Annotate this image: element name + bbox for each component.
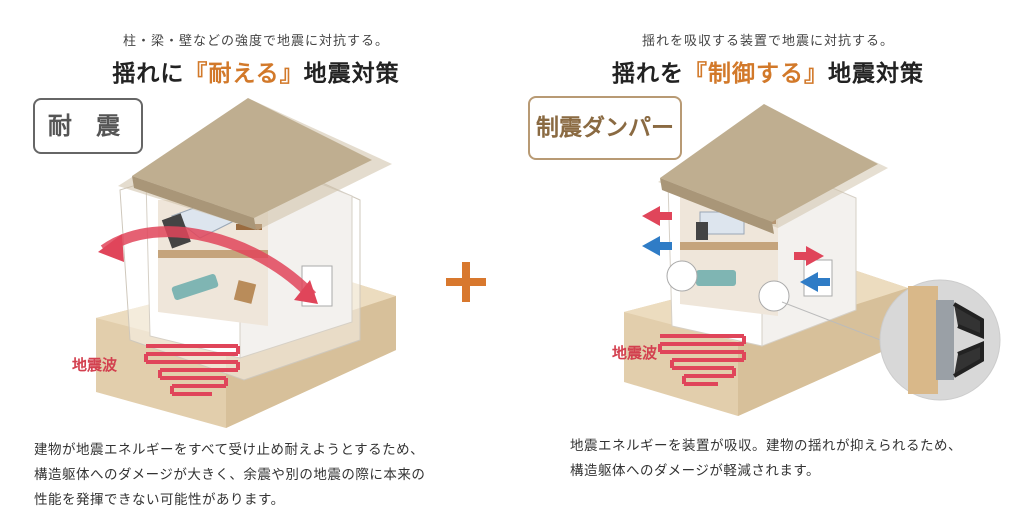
roof [132, 98, 372, 218]
sway-arrow-left-icon [98, 234, 124, 262]
taishin-house-illustration [96, 98, 396, 428]
seismic-wave-icon [658, 334, 746, 386]
damper-icon [666, 260, 698, 292]
roof-edge [132, 176, 256, 230]
damper-icon [758, 280, 790, 312]
roof-edge [660, 178, 774, 234]
taishin-badge: 耐 震 [33, 98, 143, 154]
taishin-desc-line: 構造躯体へのダメージが大きく、余震や別の地震の際に本来の [34, 467, 426, 483]
taishin-description: 建物が地震エネルギーをすべて受け止め耐えようとするため、 構造躯体へのダメージが… [34, 438, 504, 513]
damper-bracket-icon [953, 302, 984, 378]
floor-slab [680, 242, 778, 250]
damper-plate [936, 300, 954, 380]
roof [660, 104, 878, 222]
ground-side [738, 288, 908, 416]
seishin-desc-line: 地震エネルギーを装置が吸収。建物の揺れが抑えられるため、 [570, 438, 962, 454]
seishin-description: 地震エネルギーを装置が吸収。建物の揺れが抑えられるため、 構造躯体へのダメージが… [570, 434, 1010, 484]
arrow-left-red-icon [642, 206, 672, 226]
seishin-panel: 揺れを吸収する装置で地震に対抗する。 揺れを『制御する』地震対策 [512, 0, 1024, 510]
ground-side [226, 296, 396, 428]
taishin-desc-line: 性能を発揮できない可能性があります。 [34, 492, 285, 508]
seishin-badge: 制震ダンパー [528, 96, 682, 160]
seismic-wave-icon [144, 344, 240, 396]
seishin-title: 揺れを『制御する』地震対策 [512, 54, 1024, 88]
seishin-title-pre: 揺れを [612, 61, 684, 87]
taishin-title-pre: 揺れに [112, 61, 185, 87]
taishin-title-post: 地震対策 [303, 61, 400, 87]
sofa-icon [696, 270, 736, 286]
seishin-title-accent: 『制御する』 [684, 61, 828, 87]
floor-slab [158, 250, 268, 258]
taishin-panel: 柱・梁・壁などの強度で地震に対抗する。 揺れに『耐える』地震対策 [0, 0, 512, 510]
seishin-house-illustration [624, 104, 1001, 416]
seishin-title-post: 地震対策 [828, 61, 924, 87]
sway-arc [100, 226, 317, 300]
arrow-left-blue-icon [800, 272, 830, 292]
taishin-title: 揺れに『耐える』地震対策 [0, 54, 512, 88]
arrow-right-blue-icon [642, 236, 672, 256]
sway-arrow-right-icon [294, 280, 318, 304]
seishin-wave-label: 地震波 [612, 344, 658, 362]
taishin-subtitle: 柱・梁・壁などの強度で地震に対抗する。 [122, 34, 389, 49]
seishin-subtitle: 揺れを吸収する装置で地震に対抗する。 [641, 34, 894, 49]
wood-post [908, 286, 938, 394]
taishin-wave-label: 地震波 [72, 356, 118, 374]
headboard-icon [696, 222, 708, 240]
seishin-desc-line: 構造躯体へのダメージが軽減されます。 [570, 463, 820, 479]
taishin-desc-line: 建物が地震エネルギーをすべて受け止め耐えようとするため、 [34, 442, 425, 458]
plus-icon [446, 262, 486, 302]
sofa-icon [171, 274, 219, 300]
chair-icon [233, 280, 257, 304]
taishin-title-accent: 『耐える』 [184, 61, 304, 87]
arrow-right-red-icon [794, 246, 824, 266]
